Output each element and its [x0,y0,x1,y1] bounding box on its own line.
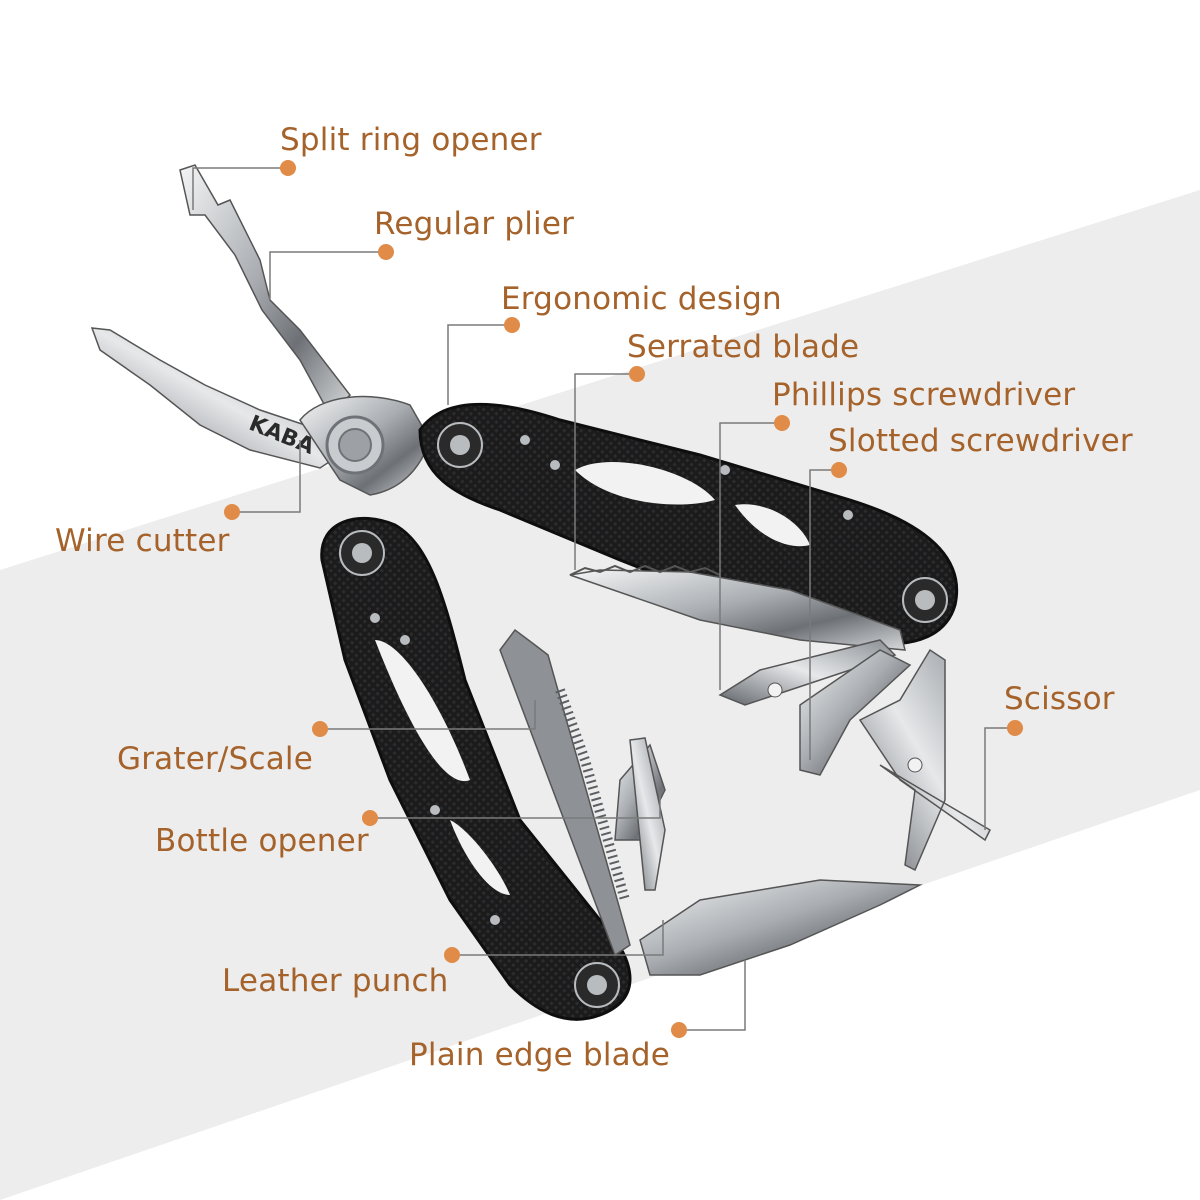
phillips-screwdriver-shape [718,639,897,706]
leather-punch-shape [629,737,666,891]
callout-dot [831,462,847,478]
callout-dot [378,244,394,260]
label-split-ring-opener: Split ring opener [280,122,542,158]
plier-jaws: KABA [90,164,431,496]
label-ergonomic-design: Ergonomic design [501,281,782,317]
upper-tools [569,564,991,872]
label-leather-punch: Leather punch [222,963,449,999]
label-wire-cutter: Wire cutter [55,523,230,559]
background-band [0,190,1200,1200]
callout-dot [224,504,240,520]
label-slotted-screwdriver: Slotted screwdriver [828,423,1133,459]
label-regular-plier: Regular plier [374,206,575,242]
lower-tools [499,628,923,976]
callout-dot [1007,720,1023,736]
slotted-screwdriver-shape [799,649,912,776]
callout-dot [362,810,378,826]
label-phillips-screwdriver: Phillips screwdriver [772,377,1076,413]
callout-dot [280,160,296,176]
callout-lines [192,167,1015,1031]
upper-jaw [179,164,351,417]
callout-dot [504,317,520,333]
lower-handle [320,517,632,1021]
label-bottle-opener: Bottle opener [155,823,369,859]
callout-dot [629,366,645,382]
callout-dot [671,1022,687,1038]
serrated-blade-shape [569,569,906,651]
callout-dot [774,415,790,431]
label-serrated-blade: Serrated blade [627,329,860,365]
label-grater-scale: Grater/Scale [117,741,313,777]
scissor-shape [858,648,991,872]
label-plain-edge-blade: Plain edge blade [409,1037,671,1073]
callout-dots [224,160,1023,1038]
callout-dot [444,947,460,963]
callout-dot [312,721,328,737]
label-scissor: Scissor [1004,681,1115,717]
upper-handle [418,402,959,646]
plain-edge-blade-shape [639,879,923,976]
